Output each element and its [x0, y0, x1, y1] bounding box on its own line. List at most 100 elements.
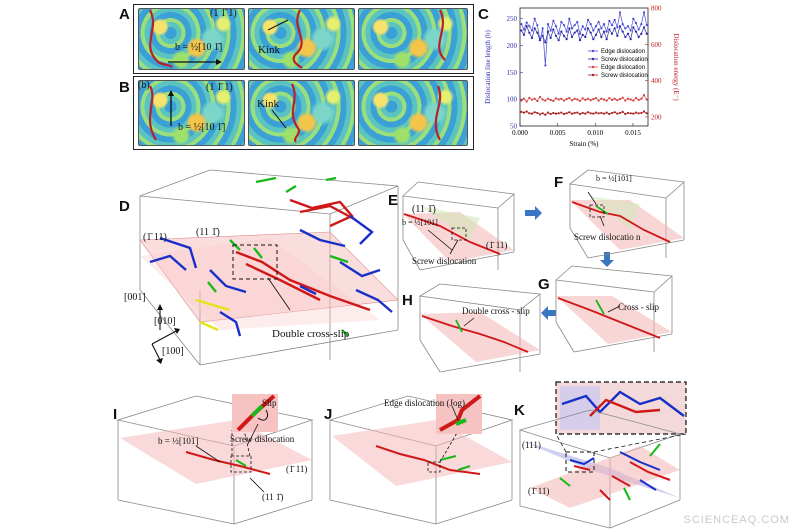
chart-c-point: [629, 112, 632, 115]
chart-c-point: [640, 32, 643, 35]
chart-c-point: [544, 113, 547, 116]
chart-c-point: [640, 111, 643, 115]
panel-j-letter: J: [324, 406, 333, 423]
chart-c-point: [536, 24, 539, 27]
chart-c-point: [570, 27, 574, 30]
panel-h-letter: H: [402, 292, 413, 309]
chart-c-point: [600, 97, 603, 100]
chart-c-point: [530, 112, 534, 115]
chart-c-point: [632, 112, 635, 115]
chart-c-point: [554, 97, 558, 100]
chart-c-point: [629, 98, 632, 101]
panel-b-burgers: b = ½[10 1̄]: [178, 122, 226, 133]
panel-b-surface-1: [138, 80, 245, 146]
chart-c-point: [565, 98, 568, 101]
chart-c-point: [624, 112, 627, 116]
chart-c-y-left-label: Dislocation line length (b): [484, 29, 492, 103]
chart-c-point: [632, 26, 635, 29]
panel-b-letter: B: [119, 79, 130, 96]
chart-c-point: [629, 29, 632, 32]
chart-c-point: [568, 96, 571, 100]
chart-c-y-left-tick-label: 250: [507, 15, 518, 23]
chart-c-point: [597, 112, 600, 115]
chart-c-point: [594, 111, 598, 114]
chart-c-point: [600, 35, 603, 39]
chart-c-point: [605, 38, 608, 41]
chart-c-point: [637, 112, 640, 115]
chart-c-point: [637, 28, 640, 31]
chart-c-legend-label: Screw dislocation: [601, 73, 648, 79]
chart-c-point: [544, 41, 547, 44]
chart-c-point: [610, 98, 614, 101]
panel-b-surface-2: [248, 80, 355, 146]
chart-c-point: [544, 64, 547, 67]
chart-c-point: [562, 24, 566, 27]
chart-c-point: [584, 112, 587, 115]
panel-i-letter: I: [113, 406, 118, 423]
chart-c-point: [520, 22, 523, 26]
chart-c-point: [522, 111, 526, 114]
chart-c-point: [520, 110, 523, 113]
chart-c-x-tick-label: 0.010: [587, 129, 603, 137]
panel-a-frame: [133, 4, 474, 74]
chart-c-point: [530, 98, 534, 101]
chart-c-point: [589, 112, 592, 115]
chart-c-point: [629, 38, 632, 41]
chart-c-point: [592, 112, 595, 115]
chart-c-point: [549, 36, 552, 40]
panel-a-burgers: b = ½[10 1̄]: [175, 42, 223, 53]
panel-a-surface-3: [358, 8, 468, 70]
chart-c-point: [554, 25, 558, 28]
panel-b-frame: [133, 76, 474, 150]
chart-c-point: [573, 24, 576, 27]
chart-c-point: [562, 99, 566, 102]
panel-a-surface-2: [248, 8, 355, 70]
chart-c-point: [584, 28, 587, 31]
chart-c-point: [565, 38, 568, 41]
panel-e-plane-1: (11 1̄): [412, 204, 436, 215]
chart-c-point: [536, 99, 539, 103]
chart-c-point: [581, 25, 584, 28]
chart-c-point: [645, 32, 648, 35]
panel-a-letter: A: [119, 6, 130, 23]
chart-c-point: [616, 26, 619, 29]
chart-c-point: [613, 27, 616, 30]
chart-c-point: [618, 111, 622, 115]
chart-c-point: [528, 96, 531, 99]
chart-c-point: [600, 111, 603, 115]
panel-b-kink: Kink: [257, 98, 279, 110]
panel-i-burgers: b = ½[101]: [158, 436, 199, 446]
chart-c-point: [565, 30, 568, 33]
chart-c-point: [546, 30, 550, 33]
chart-c-point: [568, 27, 571, 30]
chart-c-point: [626, 97, 630, 100]
chart-c-point: [634, 111, 638, 114]
chart-c-point: [576, 20, 579, 24]
chart-c-point: [637, 98, 640, 101]
chart-c-point: [602, 112, 606, 115]
panel-d-axis-001: [001]: [124, 292, 146, 303]
panel-d-axis-100: [100]: [162, 346, 184, 357]
chart-c-point: [613, 18, 616, 21]
chart-c-point: [624, 99, 627, 102]
chart-c-point: [597, 28, 600, 31]
chart-c-point: [594, 96, 598, 100]
chart-c-point: [610, 24, 614, 27]
panel-k-letter: K: [514, 402, 525, 419]
chart-c-point: [602, 98, 606, 101]
chart-c-point: [541, 98, 544, 101]
chart-c-point: [632, 17, 635, 20]
chart-c-point: [578, 39, 582, 42]
chart-c-point: [568, 111, 571, 114]
chart-c-point: [538, 95, 542, 99]
chart-c-point: [589, 22, 592, 26]
chart-c-point: [618, 11, 622, 14]
chart-c-point: [589, 31, 592, 34]
chart-c-point: [562, 34, 566, 37]
chart-c-point: [576, 111, 579, 114]
chart-c-point: [533, 17, 536, 20]
chart-c-point: [533, 97, 536, 100]
